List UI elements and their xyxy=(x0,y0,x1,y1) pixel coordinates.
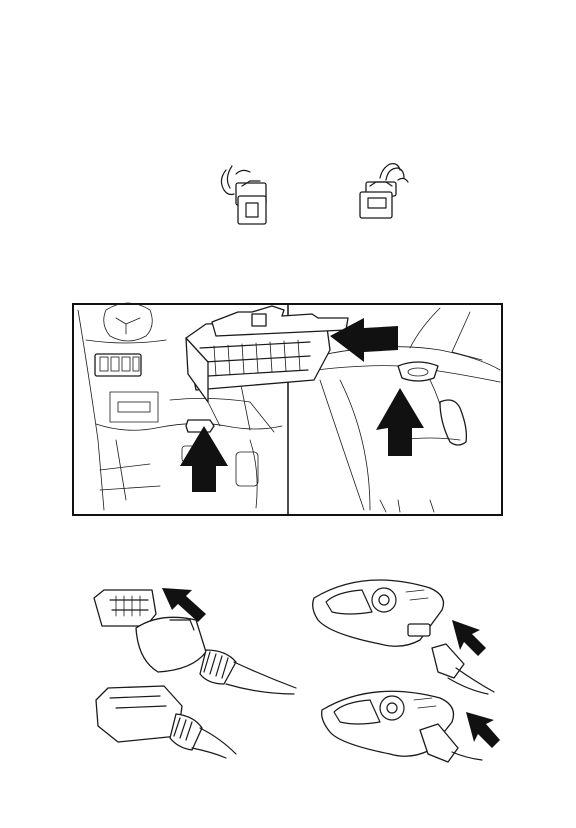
obd-cable-icon xyxy=(136,617,296,694)
device-cable-top-icon xyxy=(432,644,494,694)
male-connector-icon xyxy=(360,164,408,218)
arrow-connect-top-icon xyxy=(452,620,486,656)
female-connector-icon xyxy=(221,166,266,224)
handheld-device-icon xyxy=(313,580,444,646)
arrow-connect-bottom-icon xyxy=(466,712,500,748)
arrow-up-icon xyxy=(180,426,228,492)
handheld-device-connected-icon xyxy=(322,691,482,762)
obd-adapter-plug-icon xyxy=(94,590,156,626)
obd-cable-connected-icon xyxy=(96,686,236,758)
obd-port-icon xyxy=(186,306,348,402)
arrow-up-port-icon xyxy=(376,388,424,456)
